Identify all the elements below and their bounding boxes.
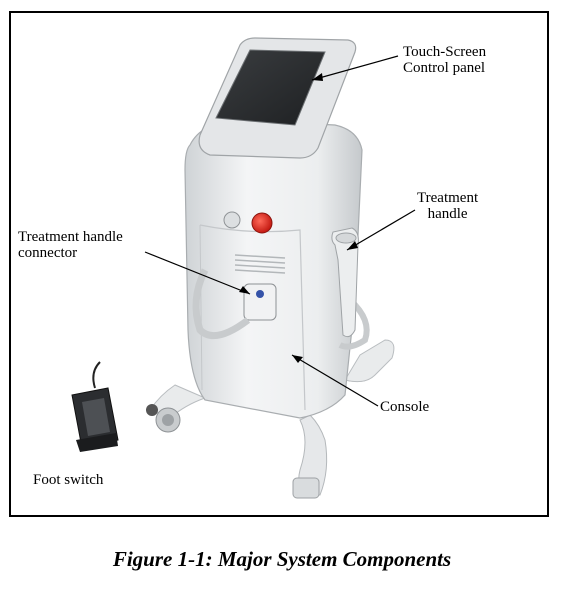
figure-caption: Figure 1-1: Major System Components	[112, 547, 452, 571]
leader-lines	[144, 55, 416, 407]
key-switch	[223, 211, 241, 229]
console-body	[184, 119, 363, 419]
device-base	[146, 339, 395, 499]
label-foot-switch: Foot switch	[33, 472, 104, 488]
treatment-handle	[331, 227, 359, 338]
foot-switch	[71, 361, 119, 452]
emergency-stop-button	[251, 212, 273, 234]
vent-grille	[234, 254, 286, 274]
label-handle-connector: Treatment handle connector	[18, 229, 123, 261]
label-treatment-handle: Treatment handle	[417, 190, 479, 222]
handle-connector-socket	[243, 283, 277, 321]
leader-arrowheads	[239, 73, 358, 363]
label-console: Console	[380, 399, 430, 415]
label-touch-screen: Touch-Screen Control panel	[403, 44, 487, 76]
touch-screen-panel	[198, 37, 357, 159]
